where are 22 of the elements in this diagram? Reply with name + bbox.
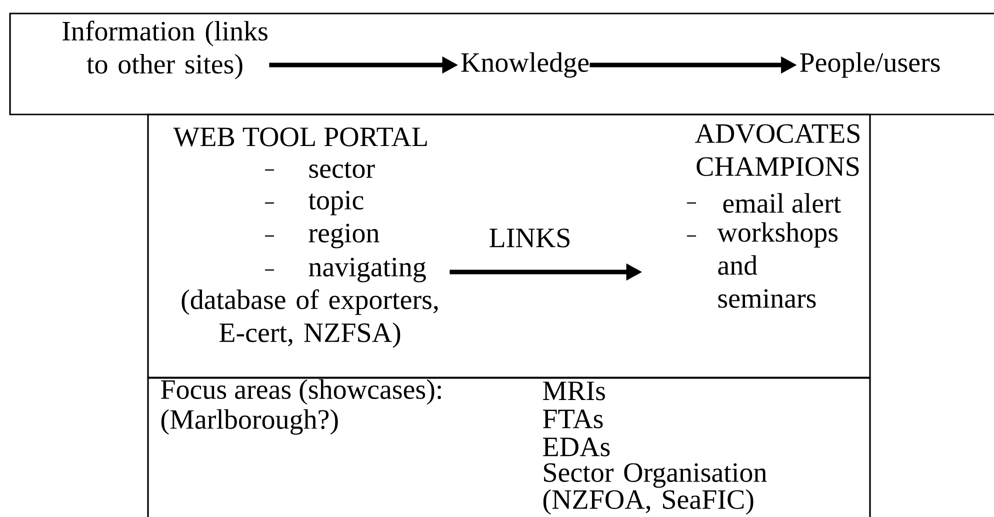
frame-box xyxy=(9,12,994,116)
text: Focus areas (showcases): xyxy=(161,379,441,405)
list-item: sector xyxy=(309,162,375,178)
heading: WEB TOOL PORTAL xyxy=(173,128,427,146)
text-block xyxy=(687,124,860,308)
list-item: navigating xyxy=(308,258,426,282)
note: (database of exporters, E-cert, NZFSA) xyxy=(182,289,438,348)
text: MRIs xyxy=(543,382,605,400)
text: Knowledge xyxy=(461,52,589,78)
edge-label: LINKS xyxy=(486,226,574,250)
list-item: topic xyxy=(308,190,364,216)
list-item: email alert xyxy=(723,193,841,213)
list-item: workshops and seminars xyxy=(717,222,838,308)
text: (Marlborough?) xyxy=(161,409,338,435)
text: Information (links to other sites) xyxy=(62,20,268,80)
text: People/users xyxy=(800,52,940,78)
text: Sector Organisation (NZFOA, SeaFIC) xyxy=(543,463,767,515)
text: FTAs xyxy=(543,410,603,428)
text: EDAs xyxy=(543,438,610,456)
list-item: region xyxy=(308,224,380,248)
text-block xyxy=(173,128,438,348)
frame-box xyxy=(147,114,871,378)
